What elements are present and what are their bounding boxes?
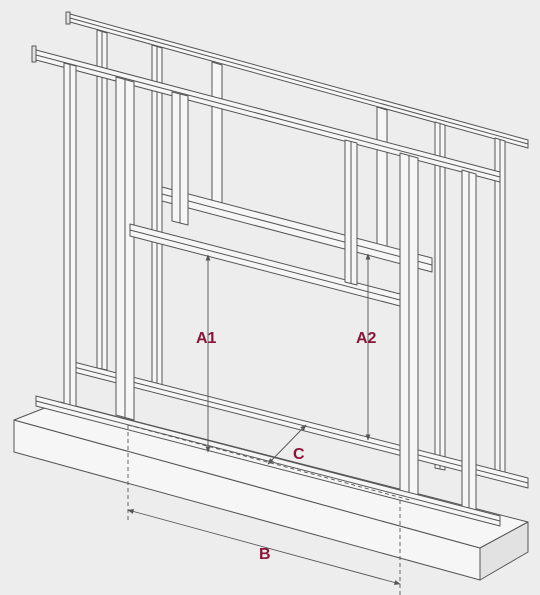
front-right-studs: [344, 139, 477, 516]
back-wall-studs: [96, 29, 506, 481]
back-top-track: [65, 11, 529, 149]
label-c: C: [293, 446, 305, 463]
label-b: B: [259, 546, 271, 563]
concrete-base: [13, 401, 529, 581]
front-top-track: [31, 45, 501, 183]
dimension-b-arrow: [127, 509, 401, 585]
label-a2: A2: [356, 330, 377, 347]
back-header: [161, 186, 433, 273]
dimension-c-arrow: [267, 424, 307, 465]
front-header: [129, 223, 401, 307]
label-a1: A1: [196, 330, 217, 347]
dimension-lines: [127, 253, 411, 595]
front-left-studs: [63, 62, 189, 421]
